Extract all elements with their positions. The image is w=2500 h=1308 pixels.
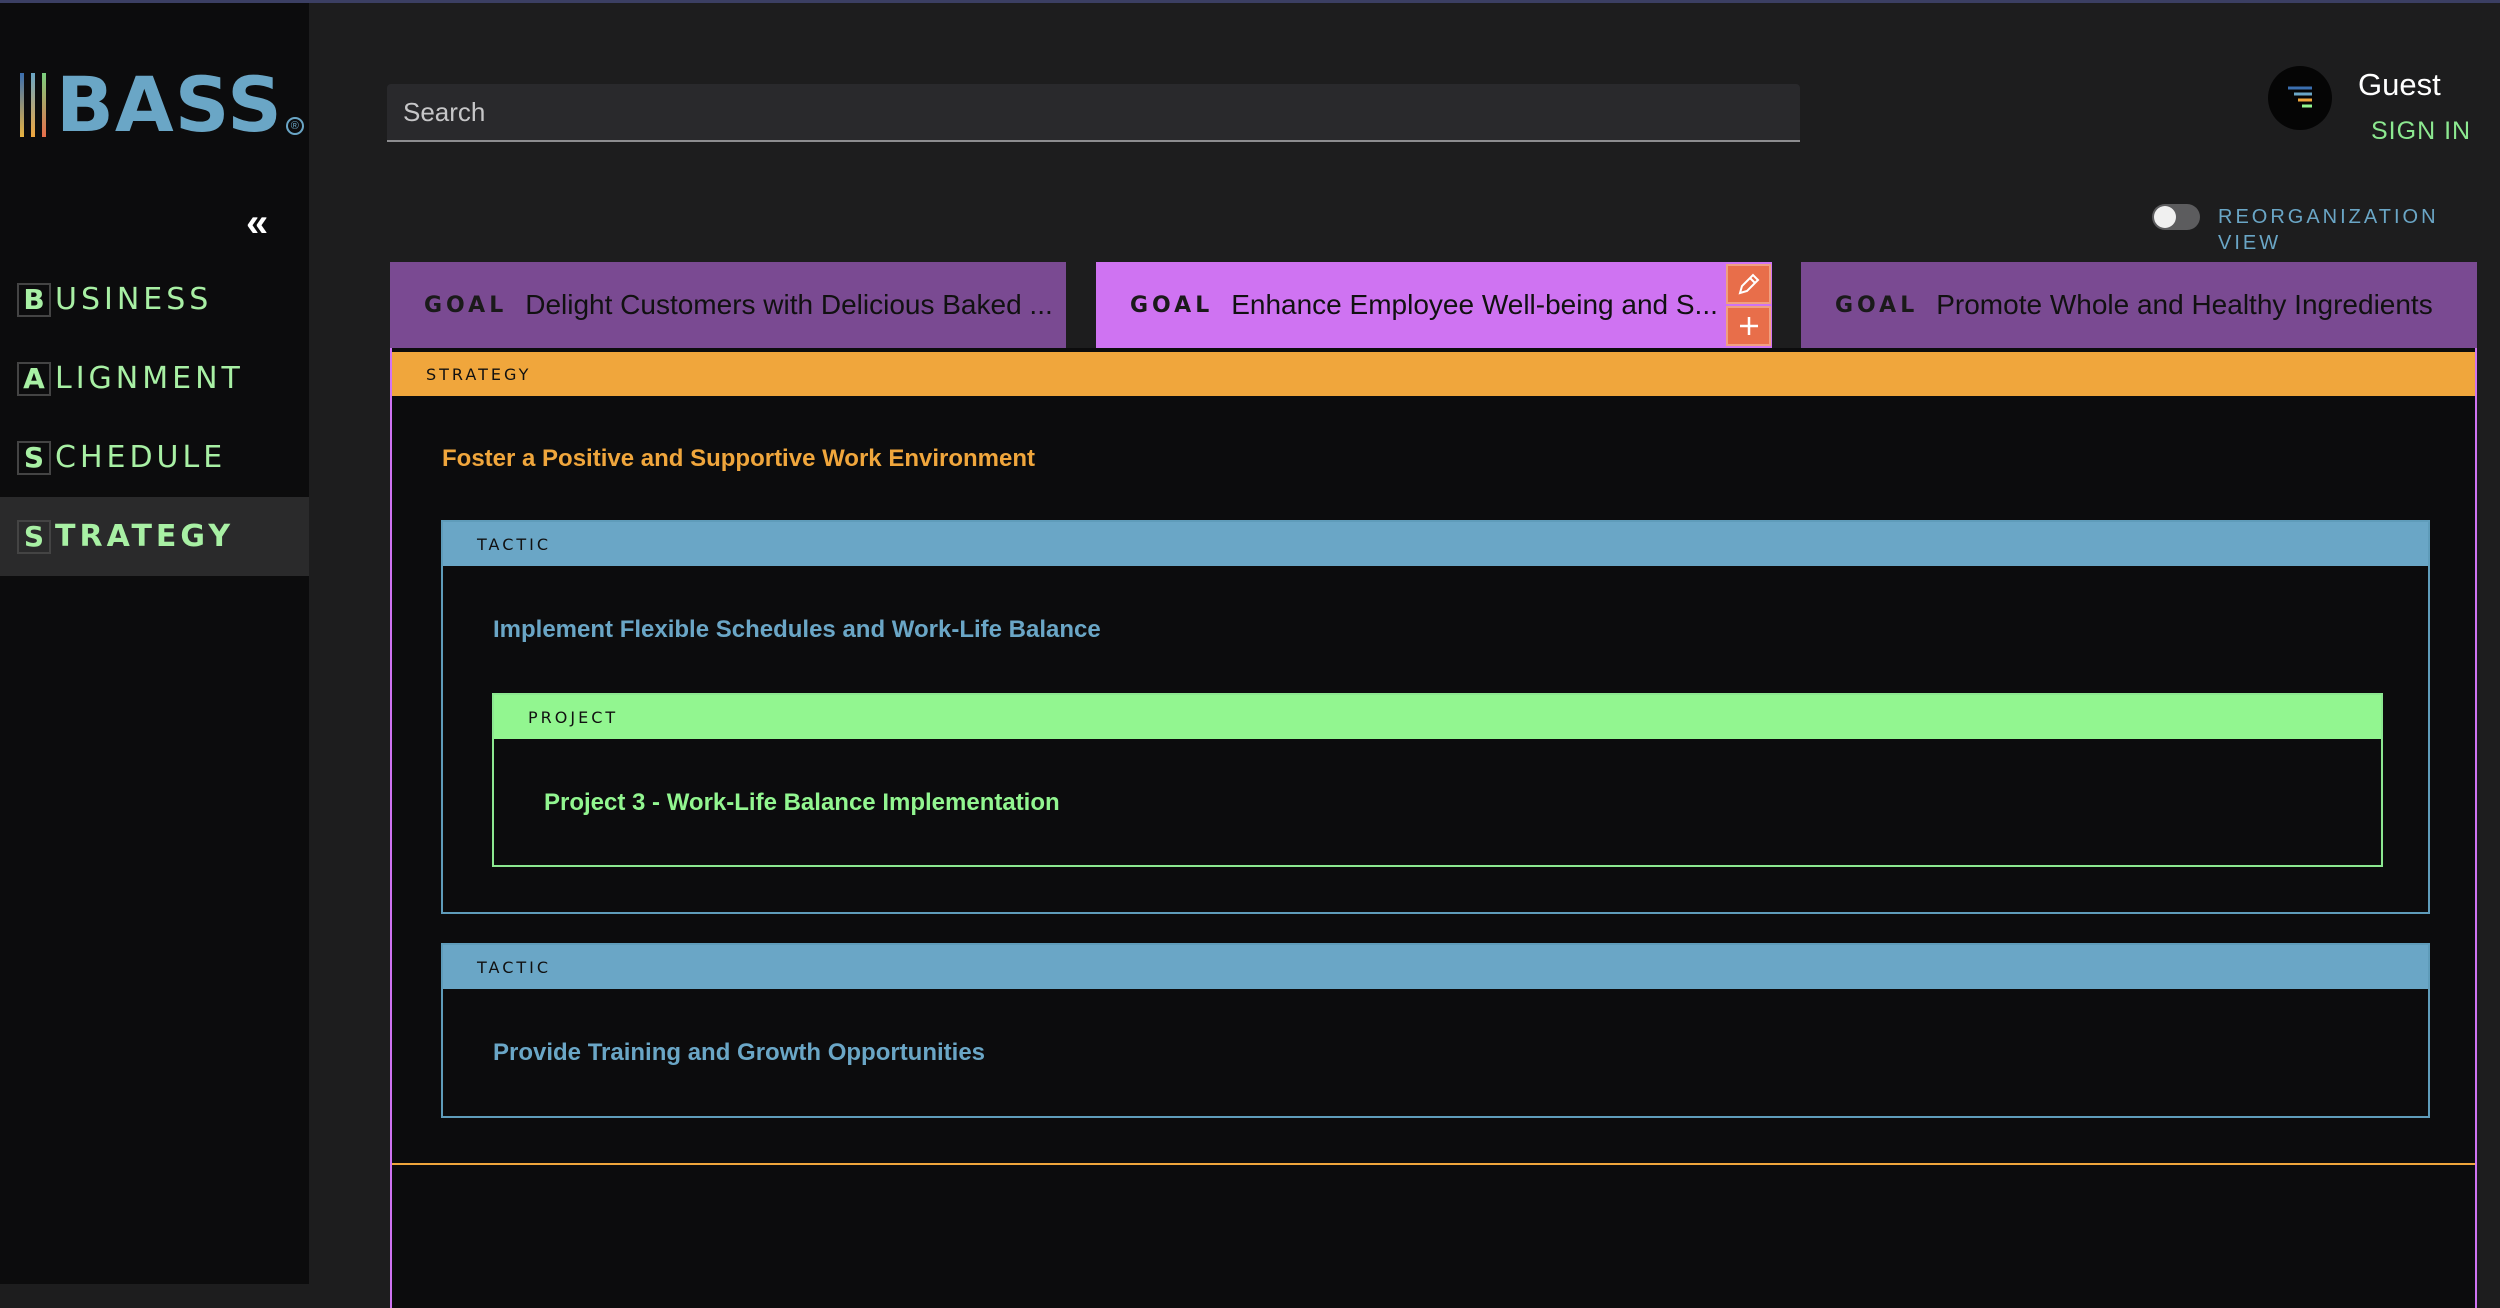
strategy-header: STRATEGY [392, 352, 2475, 396]
nav-initial: A [17, 361, 51, 396]
lines-icon [2288, 86, 2312, 108]
nav-label: TRATEGY [55, 519, 235, 554]
registered-mark: ® [285, 117, 304, 135]
search-input[interactable] [387, 84, 1800, 142]
sidebar-nav: B USINESS A LIGNMENT S CHEDULE S TRATEGY [0, 260, 309, 576]
collapse-sidebar-icon[interactable]: « [246, 201, 269, 245]
sidebar: BASS ® « B USINESS A LIGNMENT S CHEDULE … [0, 3, 309, 1284]
reorganization-label: REORGANIZATION VIEW [2218, 206, 2439, 254]
goal-title: Delight Customers with Delicious Baked .… [525, 289, 1053, 320]
logo-text: BASS [56, 60, 283, 149]
project-title[interactable]: Project 3 - Work-Life Balance Implementa… [544, 789, 1060, 816]
edit-goal-button[interactable] [1726, 264, 1771, 304]
sidebar-item-alignment[interactable]: A LIGNMENT [0, 339, 309, 418]
tactic-card: TACTIC Provide Training and Growth Oppor… [441, 943, 2430, 1118]
nav-initial: S [17, 440, 51, 475]
nav-label: LIGNMENT [55, 361, 244, 396]
goal-title: Promote Whole and Healthy Ingredients [1936, 289, 2433, 320]
strategy-title[interactable]: Foster a Positive and Supportive Work En… [442, 445, 1036, 472]
bass-logo[interactable]: BASS ® [20, 60, 304, 149]
reorganization-toggle[interactable] [2152, 204, 2200, 230]
goal-tab[interactable]: GOAL Promote Whole and Healthy Ingredien… [1801, 262, 2477, 348]
avatar[interactable] [2268, 66, 2332, 130]
plus-icon [1739, 317, 1758, 335]
tactic-card: TACTIC Implement Flexible Schedules and … [441, 520, 2430, 914]
nav-label: CHEDULE [55, 440, 227, 475]
goal-title: Enhance Employee Well-being and S... [1231, 289, 1718, 320]
sidebar-item-schedule[interactable]: S CHEDULE [0, 418, 309, 497]
goal-actions [1726, 264, 1771, 346]
goal-tag: GOAL [1130, 292, 1214, 318]
sign-in-link[interactable]: SIGN IN [2371, 117, 2472, 145]
project-header: PROJECT [494, 695, 2381, 739]
strategy-panel: STRATEGY Foster a Positive and Supportiv… [390, 348, 2477, 1308]
sidebar-item-business[interactable]: B USINESS [0, 260, 309, 339]
tactic-title[interactable]: Implement Flexible Schedules and Work-Li… [493, 616, 1101, 643]
tactic-title[interactable]: Provide Training and Growth Opportunitie… [493, 1039, 986, 1066]
tactic-header: TACTIC [443, 522, 2428, 566]
logo-bars-icon [20, 73, 46, 137]
add-goal-button[interactable] [1726, 306, 1771, 346]
sidebar-item-strategy[interactable]: S TRATEGY [0, 497, 309, 576]
toggle-knob [2154, 206, 2176, 228]
nav-initial: S [17, 519, 51, 554]
tactic-header: TACTIC [443, 945, 2428, 989]
project-card: PROJECT Project 3 - Work-Life Balance Im… [492, 693, 2383, 867]
goal-tab[interactable]: GOAL Delight Customers with Delicious Ba… [390, 262, 1066, 348]
strategy-divider [392, 1163, 2475, 1165]
pencil-icon [1738, 273, 1759, 295]
user-name: Guest [2358, 67, 2441, 102]
goal-tab-active[interactable]: GOAL Enhance Employee Well-being and S..… [1096, 262, 1772, 348]
nav-label: USINESS [55, 282, 213, 317]
nav-initial: B [17, 282, 51, 317]
goal-tag: GOAL [424, 292, 508, 318]
goal-tag: GOAL [1835, 292, 1919, 318]
